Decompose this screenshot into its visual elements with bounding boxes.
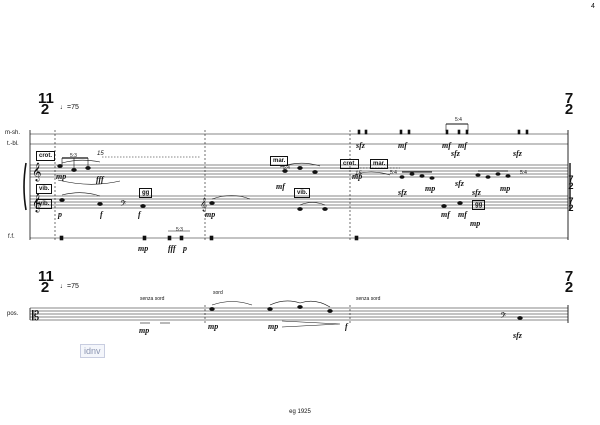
dynamic: f (345, 322, 348, 331)
box-crot: crot. (340, 159, 360, 169)
alto-clef-icon: 𝄡 (32, 308, 39, 324)
box-gg: gg (139, 188, 153, 198)
timesig-end-2: 7 2 (562, 268, 576, 296)
dynamic: mp (268, 322, 279, 331)
dynamic: mp (56, 172, 67, 181)
dynamic: fff (168, 244, 176, 253)
tempo-value: =75 (67, 283, 79, 290)
half-note-icon: ♩ (60, 283, 67, 290)
dynamic: mf (458, 210, 467, 219)
pos-staff (30, 307, 568, 321)
box-crot: crot. (36, 151, 56, 161)
dynamic: mp (139, 326, 150, 335)
instrument-label-pos: pos. (7, 311, 19, 317)
dynamic: mp (425, 184, 436, 193)
timesig-end-1: 7 2 (562, 90, 576, 118)
dynamic: mf (442, 141, 451, 150)
dynamic: mp (352, 172, 363, 181)
page-number: 4 (591, 3, 595, 10)
timesig-denominator: 2 (568, 203, 574, 213)
tuplet-label: 5:3 (176, 227, 183, 233)
mallet-staff-2 (30, 195, 568, 209)
technique-text: sord (213, 290, 223, 296)
treble-clef-icon: 𝄞 (32, 162, 41, 182)
timesig-end-small: 7 2 (564, 196, 578, 213)
dynamic: f (138, 210, 141, 219)
dynamic: sfz (513, 331, 522, 340)
timesig-denominator: 2 (564, 101, 574, 118)
technique-text: senza sord (356, 296, 381, 302)
dynamic: mf (276, 182, 285, 191)
brace-icon (23, 162, 27, 211)
bass-clef-icon: 𝄢 (120, 200, 127, 211)
box-vib: vib. (36, 184, 53, 194)
timesig-numerator: 7 (564, 90, 574, 107)
instrument-label-ff: f.f. (8, 234, 15, 240)
dynamic: mp (208, 322, 219, 331)
dynamic: sfz (513, 149, 522, 158)
timesig-denominator: 2 (40, 279, 50, 296)
timesig-denominator: 2 (40, 101, 50, 118)
tempo-mark-1: ♩=75 (60, 104, 79, 111)
dynamic: p (58, 210, 62, 219)
tempo-value: =75 (67, 104, 79, 111)
treble-clef-icon: 𝄞 (32, 193, 41, 213)
dynamic: mf (398, 141, 407, 150)
dynamic: sfz (455, 179, 464, 188)
instrument-label-tbl: t.-bl. (7, 141, 19, 147)
octave-mark: 15 (97, 151, 104, 157)
timesig-numerator: 7 (564, 268, 574, 285)
instrument-label-msh: m-sh. (5, 130, 20, 136)
tuplet-label: 5:3 (70, 153, 77, 159)
dynamic: sfz (398, 188, 407, 197)
dynamic: mp (205, 210, 216, 219)
timesig-start-2: 11 2 (38, 268, 54, 296)
footer-credit: eg 1925 (289, 409, 311, 415)
half-note-icon: ♩ (60, 104, 67, 111)
dynamic: fff (96, 175, 104, 184)
dynamic: sfz (451, 149, 460, 158)
dynamic: f (100, 210, 103, 219)
dynamic: mp (138, 244, 149, 253)
dynamic: sfz (356, 141, 365, 150)
timesig-start-1: 11 2 (38, 90, 54, 118)
timesig-end-small: 7 2 (564, 174, 578, 191)
watermark-logo: idnv (80, 344, 105, 358)
dynamic: mf (441, 210, 450, 219)
timesig-numerator: 7 (568, 196, 574, 206)
tuplet-label: 5:4 (520, 170, 527, 176)
dynamic: mf (458, 141, 467, 150)
tie (57, 179, 121, 185)
timesig-numerator: 11 (38, 90, 54, 107)
bass-clef-icon: 𝄢 (500, 312, 507, 323)
dynamic: p (183, 244, 187, 253)
tuplet-label: 5:4 (390, 170, 397, 176)
timesig-denominator: 2 (568, 181, 574, 191)
crescendo-hairpin (281, 320, 341, 328)
tempo-mark-2: ♩=75 (60, 283, 79, 290)
dynamic: mp (500, 184, 511, 193)
dynamic: sfz (472, 188, 481, 197)
box-mar: mar. (370, 159, 389, 169)
box-mar: mar. (270, 156, 289, 166)
timesig-denominator: 2 (564, 279, 574, 296)
timesig-numerator: 7 (568, 174, 574, 184)
tuplet-label: 5:4 (455, 117, 462, 123)
technique-text: senza sord (140, 296, 165, 302)
dynamic: mp (470, 219, 481, 228)
box-vib: vib. (294, 188, 311, 198)
treble-clef-icon: 𝄞 (200, 197, 207, 211)
timesig-numerator: 11 (38, 268, 54, 285)
box-vib: vib. (36, 199, 53, 209)
